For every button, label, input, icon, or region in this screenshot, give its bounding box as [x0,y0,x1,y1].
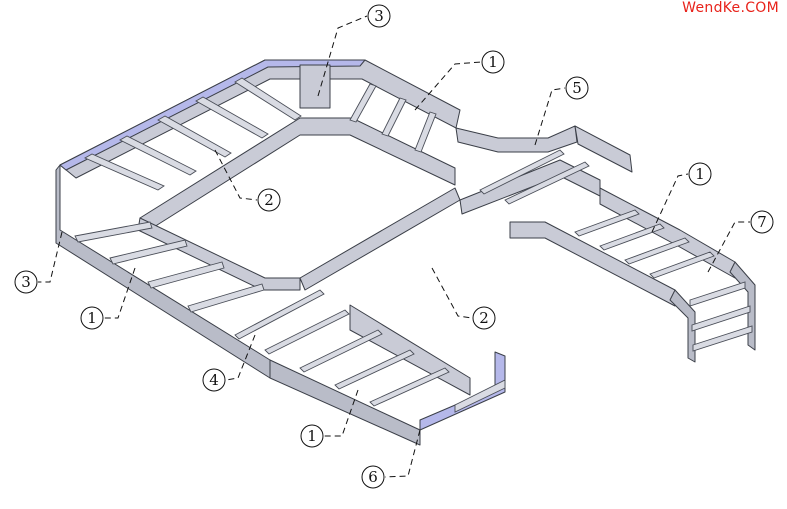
front-right-rail [299,187,461,291]
callout-3-top: 3 [317,4,391,97]
watermark-text: WendKe.COM [682,0,779,16]
callout-2-right: 2 [431,267,496,330]
ring-tray [55,59,461,379]
inner-rail [139,117,456,233]
callout-5: 5 [534,76,589,146]
rungs-left [74,221,265,313]
front-straight-tray [234,289,506,446]
front-tray-left-rail [269,359,421,446]
outer-rail-top-face [59,59,366,171]
svg-text:3: 3 [21,273,31,291]
svg-text:7: 7 [757,213,767,231]
callouts: 3 1 5 2 1 7 3 [14,4,774,489]
callout-7: 7 [707,210,774,273]
callout-1-left: 1 [80,267,136,330]
svg-text:6: 6 [368,468,378,486]
right-branch-tray [509,187,756,363]
svg-text:1: 1 [488,53,498,71]
reducer-rail-top [455,125,578,153]
callout-1-top: 1 [414,50,505,111]
vertical-bend-rail-front [669,289,696,363]
svg-text:4: 4 [209,371,219,389]
svg-text:5: 5 [572,79,582,97]
svg-text:2: 2 [264,191,274,209]
svg-text:1: 1 [87,309,97,327]
callout-4: 4 [202,334,256,392]
svg-text:1: 1 [307,427,317,445]
rungs-top [84,77,437,191]
top-tee [299,64,331,109]
callout-6: 6 [361,429,421,489]
svg-text:3: 3 [374,7,384,25]
svg-text:2: 2 [479,309,489,327]
callout-1-right: 1 [651,162,712,233]
svg-text:1: 1 [695,165,705,183]
straight-rail-back [574,125,633,173]
callout-2-top: 2 [214,149,281,212]
callout-1-bottom: 1 [300,389,359,448]
callout-3-left: 3 [14,231,63,294]
right-straight-tray [455,125,633,215]
branch-front-rail [509,221,676,307]
